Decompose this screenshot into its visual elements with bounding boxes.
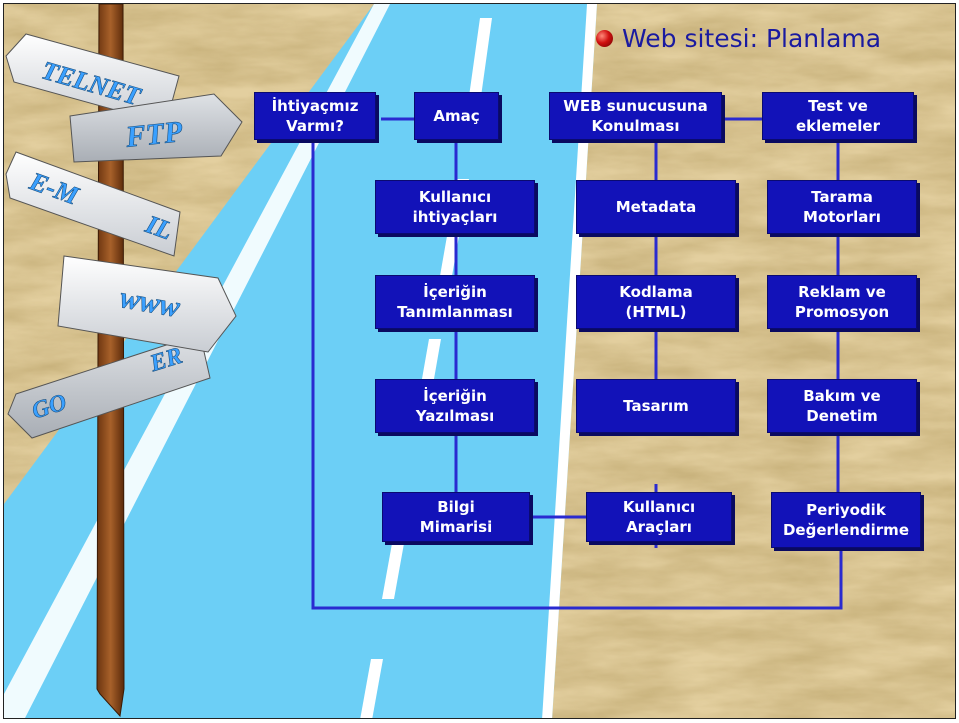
sign-ftp: FTP xyxy=(69,93,243,163)
node-kullanici-araclari: Kullanıcı Araçları xyxy=(586,492,732,542)
sign-telnet: TELNET xyxy=(5,33,180,125)
node-tarama: Tarama Motorları xyxy=(767,180,917,234)
bullet-icon xyxy=(596,30,613,47)
node-ihtiyac: İhtiyaçmız Varmı? xyxy=(254,92,376,140)
node-tasarim: Tasarım xyxy=(576,379,736,433)
sign-email: E-M IL xyxy=(5,151,181,257)
node-test: Test ve eklemeler xyxy=(762,92,914,140)
node-kodlama: Kodlama (HTML) xyxy=(576,275,736,329)
node-web-sunucu: WEB sunucusuna Konulması xyxy=(549,92,722,140)
node-amac: Amaç xyxy=(414,92,499,140)
sign-gopher: GO ER xyxy=(7,333,211,439)
node-icerigin-yazilmasi: İçeriğin Yazılması xyxy=(375,379,535,433)
node-icerigin-tanimlanmasi: İçeriğin Tanımlanması xyxy=(375,275,535,329)
slide: TELNET FTP E-M IL GO ER www xyxy=(3,3,956,719)
signpost-pole xyxy=(96,4,125,718)
node-bakim: Bakım ve Denetim xyxy=(767,379,917,433)
node-metadata: Metadata xyxy=(576,180,736,234)
node-kullanici-ihtiyaclari: Kullanıcı ihtiyaçları xyxy=(375,180,535,234)
connector-loop xyxy=(311,139,843,610)
slide-title-text: Web sitesi: Planlama xyxy=(622,24,882,53)
node-periyodik: Periyodik Değerlendirme xyxy=(771,492,921,548)
slide-title: Web sitesi: Planlama xyxy=(596,24,881,53)
sign-www: www xyxy=(57,255,237,353)
node-bilgi-mimarisi: Bilgi Mimarisi xyxy=(382,492,530,542)
sign-ftp-text: FTP xyxy=(123,115,184,154)
node-reklam: Reklam ve Promosyon xyxy=(767,275,917,329)
